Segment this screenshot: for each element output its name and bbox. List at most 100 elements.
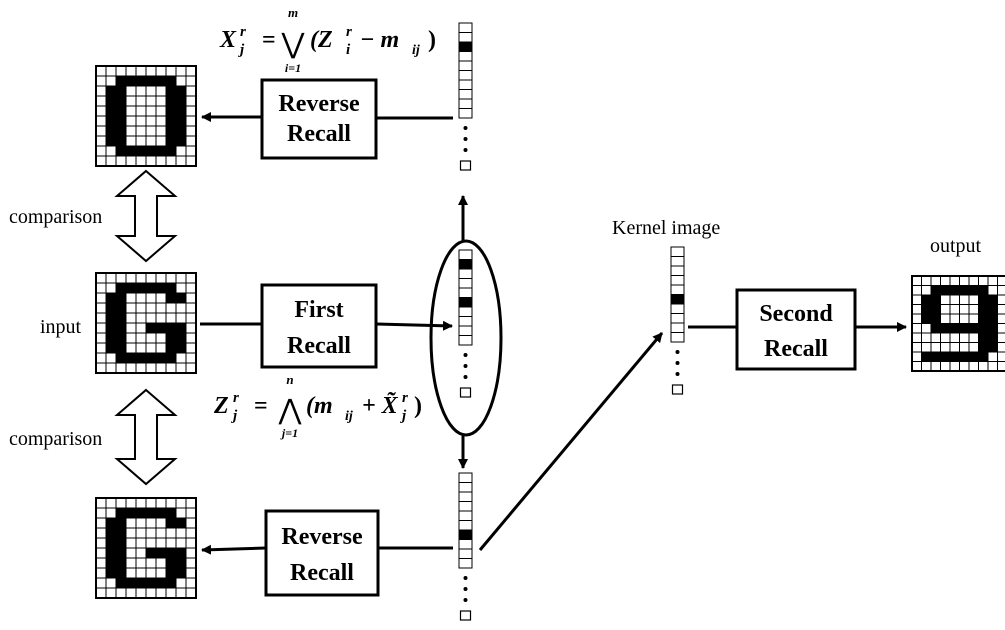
grid-cell (135, 155, 147, 167)
grid-cell (921, 294, 932, 305)
formula-reverse-body-sup: r (346, 24, 352, 40)
vector-cell (670, 284, 685, 295)
grid-cell (105, 527, 117, 539)
grid-cell (165, 557, 177, 569)
grid-cell (105, 332, 117, 344)
grid-cell (175, 342, 187, 354)
comparison-label-bottom: comparison (9, 428, 102, 450)
first-recall-box: First Recall (260, 283, 378, 369)
vector-ellipsis-dot (463, 126, 468, 130)
first-recall-label-2: Recall (287, 333, 351, 359)
formula-forward-lhs: Z (213, 393, 229, 419)
grid-cell (115, 145, 127, 157)
comparison-arrow-bottom (114, 388, 178, 486)
grid-border (95, 65, 197, 167)
grid-cell (155, 155, 167, 167)
grid-cell (930, 313, 941, 324)
grid-cell (949, 323, 960, 334)
grid-cell (135, 312, 147, 324)
grid-cell (145, 557, 157, 569)
grid-cell (987, 323, 998, 334)
grid-cell (968, 361, 979, 372)
vector-cell (458, 306, 473, 317)
grid-cell (125, 282, 137, 294)
grid-cell (185, 322, 197, 334)
grid-cell (125, 115, 137, 127)
reverse-recall-top-label-2: Recall (287, 121, 351, 147)
grid-cell (105, 125, 117, 137)
grid-cell (911, 323, 922, 334)
grid-cell (997, 275, 1005, 286)
grid-cell (959, 342, 970, 353)
grid-cell (940, 294, 951, 305)
grid-cell (155, 497, 167, 509)
grid-cell (95, 352, 107, 364)
grid-cell (930, 285, 941, 296)
formula-reverse-lhs: X (219, 27, 237, 53)
grid-cell (145, 85, 157, 97)
vector-cell (458, 482, 473, 493)
grid-cell (175, 352, 187, 364)
grid-cell (155, 312, 167, 324)
grid-cell (105, 282, 117, 294)
grid-cell (959, 351, 970, 362)
vector-cell (458, 249, 473, 260)
grid-cell (940, 275, 951, 286)
grid-cell (911, 332, 922, 343)
vector-last-cell (459, 160, 472, 171)
grid-cell (987, 285, 998, 296)
grid-cell (959, 313, 970, 324)
grid-cell (165, 302, 177, 314)
grid-cell (105, 322, 117, 334)
grid-cell (105, 75, 117, 87)
grid-cell (155, 577, 167, 589)
grid-cell (155, 282, 167, 294)
grid-cell (185, 135, 197, 147)
grid-cell (987, 361, 998, 372)
grid-cell (135, 95, 147, 107)
grid-cell (175, 145, 187, 157)
vector-cell (670, 265, 685, 276)
grid-cell (105, 155, 117, 167)
grid-cell (175, 322, 187, 334)
grid-cell (175, 587, 187, 599)
grid-cell (135, 342, 147, 354)
grid-cell (185, 352, 197, 364)
grid-cell (175, 125, 187, 137)
vector-cell (458, 70, 473, 81)
grid-cell (145, 312, 157, 324)
second-recall-label-2: Recall (764, 336, 828, 362)
grid-cell (95, 342, 107, 354)
grid-cell (949, 351, 960, 362)
grid-cell (125, 105, 137, 117)
grid-border (95, 272, 197, 374)
grid-cell (165, 282, 177, 294)
grid-cell (145, 75, 157, 87)
grid-cell (165, 577, 177, 589)
grid-cell (997, 294, 1005, 305)
grid-cell (125, 135, 137, 147)
grid-cell (145, 537, 157, 549)
formula-reverse-minus: − m (360, 27, 399, 53)
formula-reverse-sub: j (238, 42, 245, 58)
vector-last-cell (671, 384, 684, 395)
grid-cell (997, 351, 1005, 362)
grid-cell (940, 361, 951, 372)
grid-cell (165, 145, 177, 157)
grid-cell (987, 313, 998, 324)
grid-cell (125, 302, 137, 314)
grid-cell (105, 115, 117, 127)
grid-cell (125, 312, 137, 324)
vector-cell (458, 60, 473, 71)
grid-cell (968, 285, 979, 296)
grid-cell (105, 517, 117, 529)
grid-cell (930, 294, 941, 305)
grid-cell (175, 312, 187, 324)
grid-cell (940, 313, 951, 324)
grid-cell (185, 362, 197, 374)
grid-cell (155, 342, 167, 354)
grid-cell (125, 587, 137, 599)
grid-cell (135, 302, 147, 314)
grid-border (911, 275, 1005, 372)
grid-cell (155, 135, 167, 147)
